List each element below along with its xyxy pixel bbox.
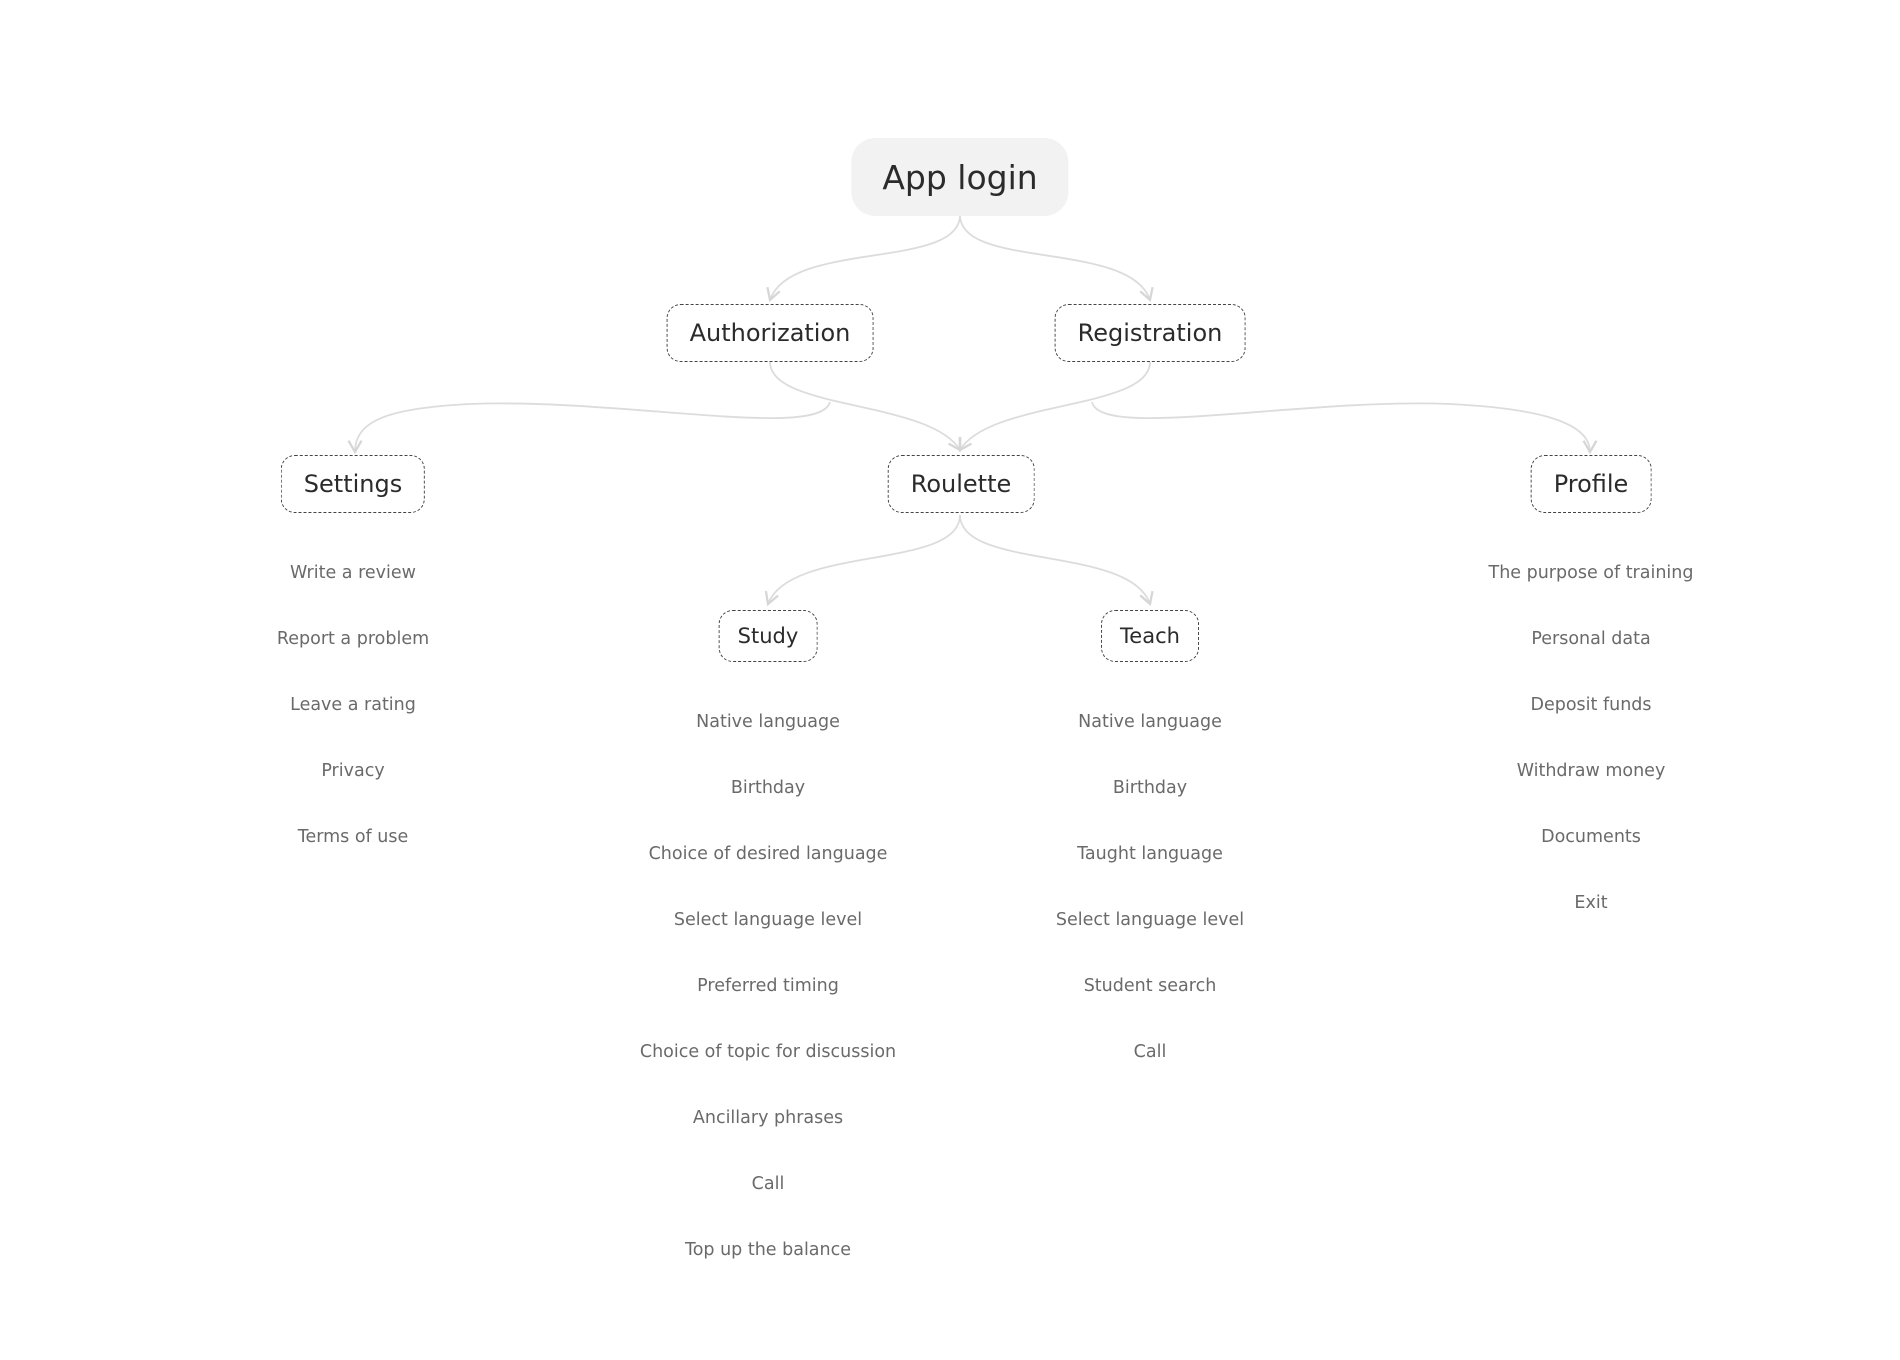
node-profile: Profile: [1530, 455, 1652, 513]
node-app-login: App login: [851, 138, 1069, 216]
settings-item: Write a review: [290, 563, 416, 583]
profile-item: The purpose of training: [1488, 563, 1694, 583]
connector-roulette-study: [764, 514, 961, 607]
node-profile-label: Profile: [1553, 470, 1629, 498]
profile-item: Exit: [1574, 893, 1608, 913]
node-teach: Teach: [1101, 610, 1199, 662]
connector-login-authorization: [766, 214, 961, 303]
node-settings-label: Settings: [303, 470, 403, 498]
teach-item: Native language: [1078, 712, 1222, 732]
study-item: Preferred timing: [697, 976, 839, 996]
teach-item: Student search: [1083, 976, 1217, 996]
node-registration: Registration: [1054, 304, 1246, 362]
node-registration-label: Registration: [1077, 319, 1223, 347]
settings-item: Privacy: [321, 761, 385, 781]
teach-item: Birthday: [1112, 778, 1188, 798]
study-item: Ancillary phrases: [692, 1108, 844, 1128]
connector-registration-profile: [1091, 401, 1598, 455]
node-roulette: Roulette: [887, 455, 1035, 513]
node-roulette-label: Roulette: [910, 470, 1012, 498]
node-app-login-label: App login: [882, 157, 1038, 197]
node-authorization-label: Authorization: [689, 319, 851, 347]
study-item: Top up the balance: [684, 1240, 852, 1260]
study-item: Select language level: [673, 910, 863, 930]
node-study-label: Study: [737, 624, 799, 648]
profile-item: Withdraw money: [1516, 761, 1666, 781]
profile-item: Personal data: [1531, 629, 1651, 649]
connector-authorization-settings: [347, 401, 831, 455]
node-authorization: Authorization: [666, 304, 874, 362]
node-study: Study: [718, 610, 818, 662]
connector-roulette-teach: [959, 514, 1154, 607]
teach-item: Taught language: [1077, 844, 1223, 864]
connector-authorization-roulette: [769, 361, 962, 452]
study-item: Birthday: [730, 778, 806, 798]
settings-item: Report a problem: [276, 629, 430, 649]
study-item: Call: [751, 1174, 785, 1194]
profile-item: Deposit funds: [1530, 695, 1652, 715]
connector-login-registration: [959, 214, 1154, 303]
teach-item: Call: [1133, 1042, 1167, 1062]
settings-item: Terms of use: [297, 827, 409, 847]
node-teach-label: Teach: [1120, 624, 1180, 648]
study-item: Choice of desired language: [648, 844, 888, 864]
settings-item: Leave a rating: [290, 695, 416, 715]
connector-registration-roulette: [958, 361, 1151, 452]
study-item: Choice of topic for discussion: [639, 1042, 897, 1062]
teach-item: Select language level: [1055, 910, 1245, 930]
profile-item: Documents: [1541, 827, 1641, 847]
node-settings: Settings: [280, 455, 426, 513]
study-item: Native language: [696, 712, 840, 732]
